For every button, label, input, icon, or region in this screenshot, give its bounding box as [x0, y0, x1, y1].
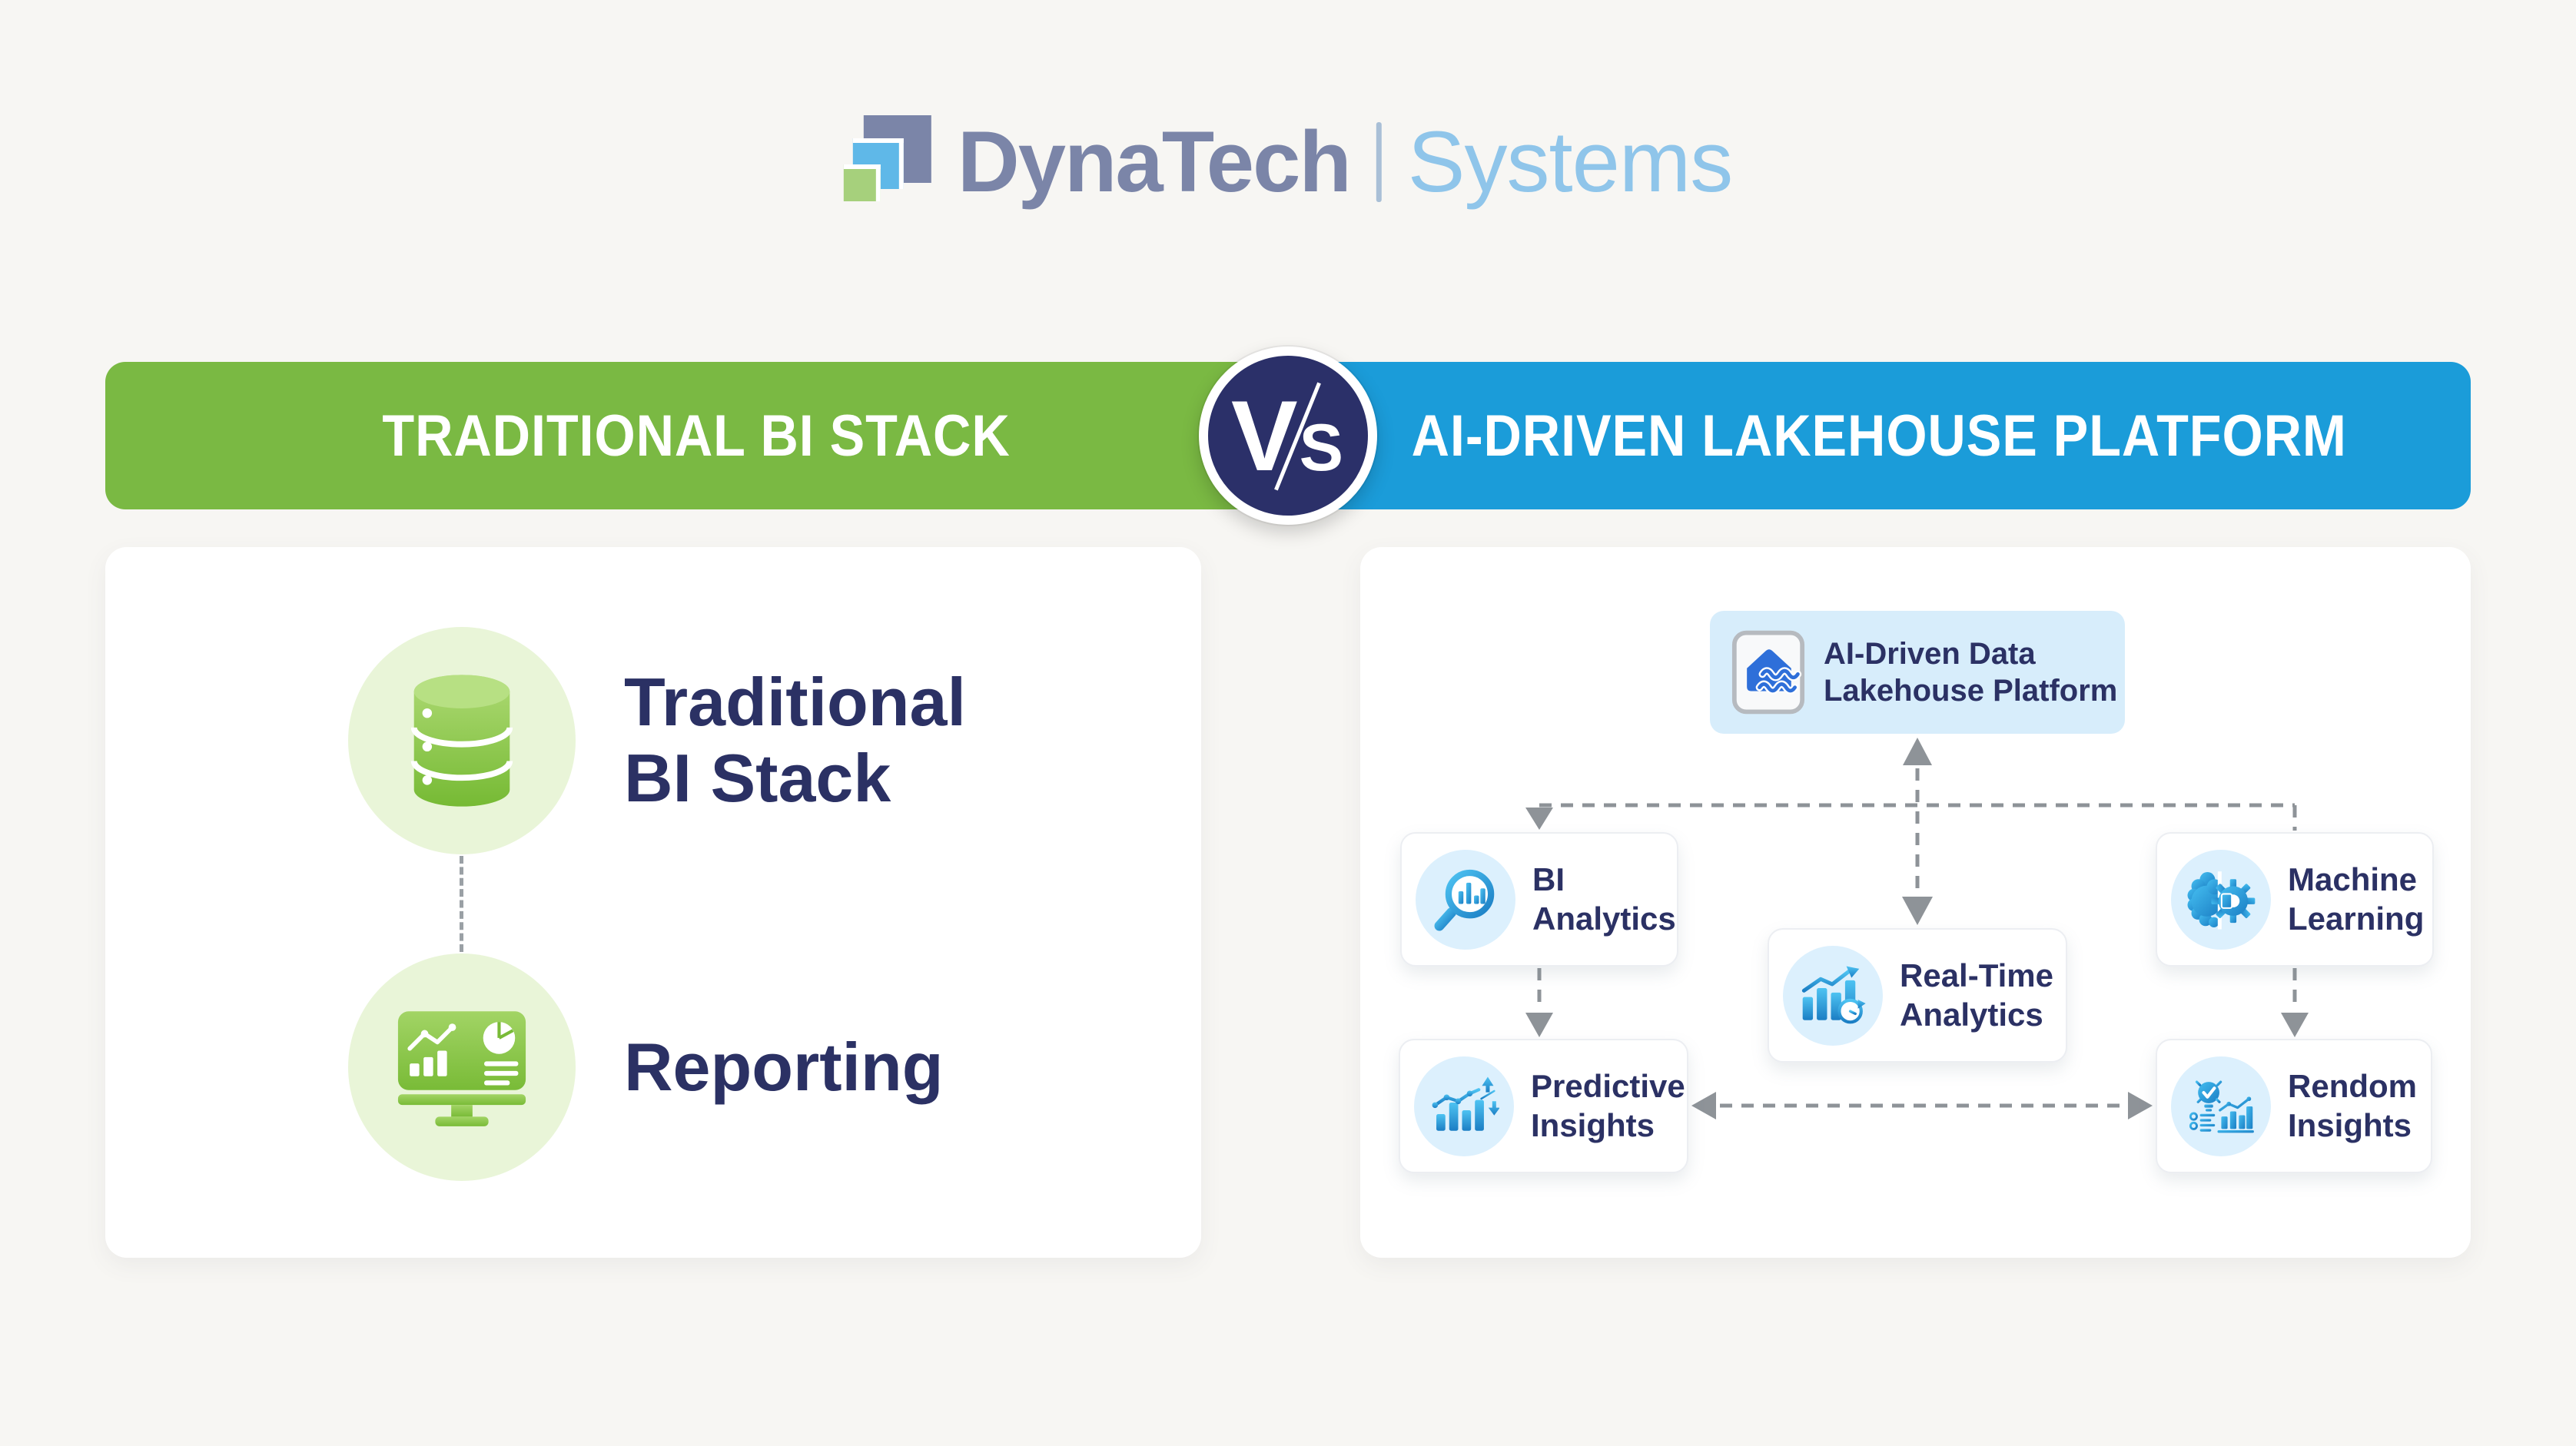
node-icon-circle — [2171, 1056, 2271, 1156]
node-real-time-analytics: Real-Time Analytics — [1768, 928, 2067, 1063]
database-icon — [410, 675, 513, 807]
banner-lakehouse-title: AI-DRIVEN LAKEHOUSE PLATFORM — [1411, 403, 2348, 469]
lakehouse-icon — [1731, 630, 1805, 715]
logo-square-green — [843, 164, 881, 201]
brand-divider — [1376, 122, 1382, 202]
banner-traditional-title: TRADITIONAL BI STACK — [382, 403, 1011, 469]
node-predictive-insights: Predictive Insights — [1399, 1039, 1688, 1173]
banner-traditional: TRADITIONAL BI STACK — [105, 362, 1288, 509]
node-rendom-insights: Rendom Insights — [2156, 1039, 2432, 1173]
brain-gear-icon — [2187, 871, 2256, 929]
root-node-lakehouse-platform: AI-Driven Data Lakehouse Platform — [1710, 611, 2125, 734]
predictive-chart-icon — [1432, 1076, 1499, 1131]
reporting-monitor-icon — [397, 1011, 526, 1126]
node-label: Predictive Insights — [1531, 1068, 1685, 1143]
traditional-panel: Traditional BI Stack — [105, 547, 1201, 1258]
logo-mark-icon — [843, 115, 931, 209]
banner-lakehouse: AI-DRIVEN LAKEHOUSE PLATFORM — [1288, 362, 2471, 509]
vs-label: VS — [1230, 380, 1346, 492]
node-label: Machine Learning — [2288, 861, 2425, 937]
insights-bulb-icon — [2189, 1075, 2254, 1133]
realtime-chart-icon — [1801, 966, 1866, 1023]
node-bi-analytics: BI Analytics — [1400, 832, 1678, 967]
node-icon-circle — [1414, 1056, 1514, 1156]
node-machine-learning: Machine Learning — [2156, 832, 2434, 967]
root-node-label: AI-Driven Data Lakehouse Platform — [1824, 637, 2118, 708]
stack-item-circle — [348, 953, 576, 1181]
stack-connector-line — [460, 856, 463, 952]
stack-item-label: Reporting — [624, 1028, 944, 1105]
brand-suffix: Systems — [1407, 114, 1733, 210]
stack-item-label: Traditional BI Stack — [624, 664, 966, 816]
node-label: BI Analytics — [1532, 861, 1676, 937]
node-icon-circle — [1416, 849, 1515, 950]
vs-badge: VS — [1199, 347, 1377, 525]
node-label: Rendom Insights — [2288, 1068, 2417, 1143]
brand-name: DynaTech — [957, 114, 1352, 210]
lakehouse-panel: AI-Driven Data Lakehouse Platform BI Ana… — [1360, 547, 2471, 1258]
node-icon-circle — [1783, 945, 1883, 1046]
node-icon-circle — [2171, 849, 2271, 950]
node-label: Real-Time Analytics — [1900, 957, 2053, 1033]
magnifier-chart-icon — [1434, 869, 1495, 930]
stack-item-circle — [348, 627, 576, 854]
brand-logo: DynaTech Systems — [843, 114, 1733, 210]
